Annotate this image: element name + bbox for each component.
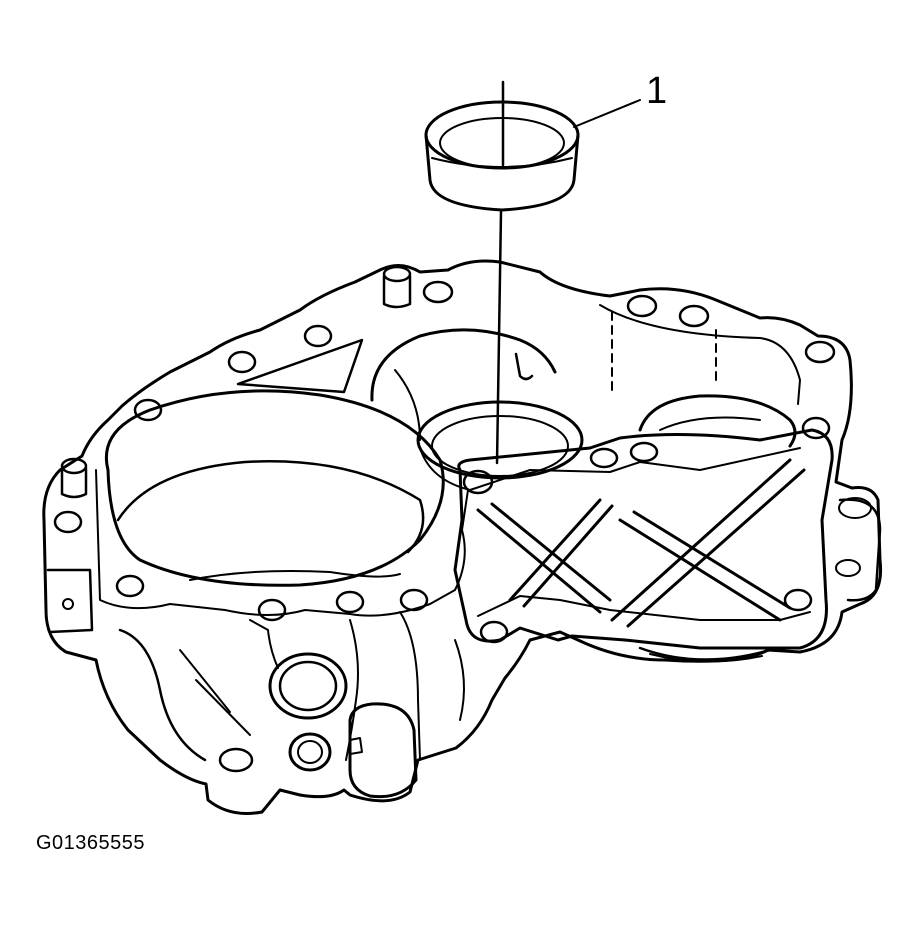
cover-ribs (476, 458, 806, 628)
center-bore (370, 328, 557, 402)
flange-rib (236, 338, 364, 394)
upper-pocket-lines (611, 311, 717, 393)
mounting-pad (348, 702, 418, 799)
lower-body (118, 628, 207, 762)
callout-leader (573, 99, 641, 128)
flange-inner-line (95, 469, 469, 617)
lower-boss (288, 732, 332, 772)
figure-id: G01365555 (36, 832, 146, 854)
housing-outline (42, 259, 883, 815)
installation-axis-line (495, 80, 505, 465)
transfer-case-housing (42, 259, 883, 815)
race-seat (416, 400, 584, 480)
left-bore (104, 389, 445, 587)
right-side-bosses (838, 498, 882, 602)
port-boss (268, 652, 348, 720)
left-bore-inner (116, 460, 425, 554)
right-bore (638, 394, 797, 448)
callout-number: 1 (646, 70, 668, 112)
dowel-pins (60, 265, 534, 499)
cover-plate (453, 428, 834, 650)
flange-bolt-holes (53, 280, 836, 773)
side-lug (46, 568, 94, 634)
